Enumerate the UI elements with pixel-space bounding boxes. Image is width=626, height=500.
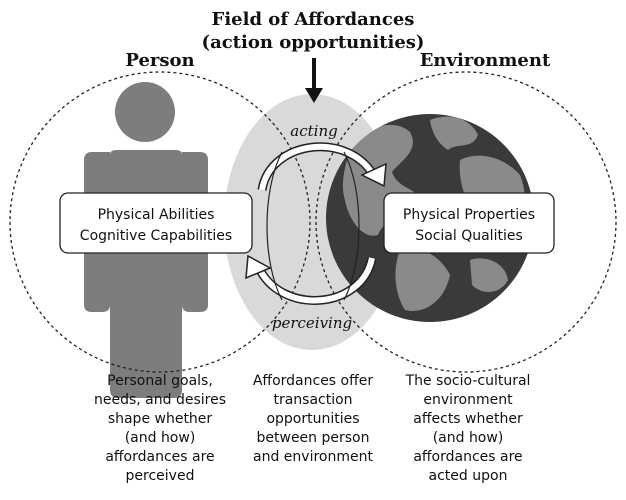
caption-left-line: Personal goals, xyxy=(107,373,213,389)
caption-left-line: perceived xyxy=(126,468,195,484)
perceiving-arrow xyxy=(245,254,377,305)
caption-middle-line: transaction xyxy=(273,392,352,408)
caption-left-line: shape whether xyxy=(108,411,213,427)
acting-label: acting xyxy=(290,122,337,140)
perceiving-label: perceiving xyxy=(272,314,352,332)
caption-right-line: (and how) xyxy=(433,430,504,446)
caption-right: The socio-cultural environment affects w… xyxy=(405,373,531,484)
caption-left-line: (and how) xyxy=(125,430,196,446)
caption-middle-line: between person xyxy=(257,430,370,446)
caption-right-line: affects whether xyxy=(413,411,523,427)
caption-left-line: needs, and desires xyxy=(94,392,226,408)
environment-box-line-1: Physical Properties xyxy=(403,207,535,223)
middle-left-curve xyxy=(266,151,283,301)
environment-label: Environment xyxy=(420,50,551,71)
person-box-line-1: Physical Abilities xyxy=(98,207,215,223)
acting-arrow xyxy=(257,142,387,192)
caption-middle-line: opportunities xyxy=(266,411,359,427)
caption-left: Personal goals, needs, and desires shape… xyxy=(94,373,226,484)
person-dashed-circle xyxy=(9,71,311,373)
title-line-1: Field of Affordances xyxy=(212,9,415,30)
down-arrow-head xyxy=(305,88,323,103)
environment-properties-box xyxy=(383,192,555,254)
caption-right-line: affordances are xyxy=(413,449,522,465)
caption-middle-line: Affordances offer xyxy=(253,373,374,389)
person-abilities-box xyxy=(59,192,253,254)
middle-right-curve xyxy=(343,151,360,301)
person-label: Person xyxy=(125,50,194,71)
caption-right-line: environment xyxy=(423,392,513,408)
caption-middle: Affordances offer transaction opportunit… xyxy=(253,373,374,465)
caption-left-line: affordances are xyxy=(105,449,214,465)
title-line-2: (action opportunities) xyxy=(202,32,425,53)
caption-right-line: The socio-cultural xyxy=(405,373,531,389)
environment-box-line-2: Social Qualities xyxy=(415,228,523,244)
person-box-line-2: Cognitive Capabilities xyxy=(80,228,232,244)
caption-middle-line: and environment xyxy=(253,449,373,465)
caption-right-line: acted upon xyxy=(429,468,508,484)
environment-dashed-circle xyxy=(315,71,617,373)
